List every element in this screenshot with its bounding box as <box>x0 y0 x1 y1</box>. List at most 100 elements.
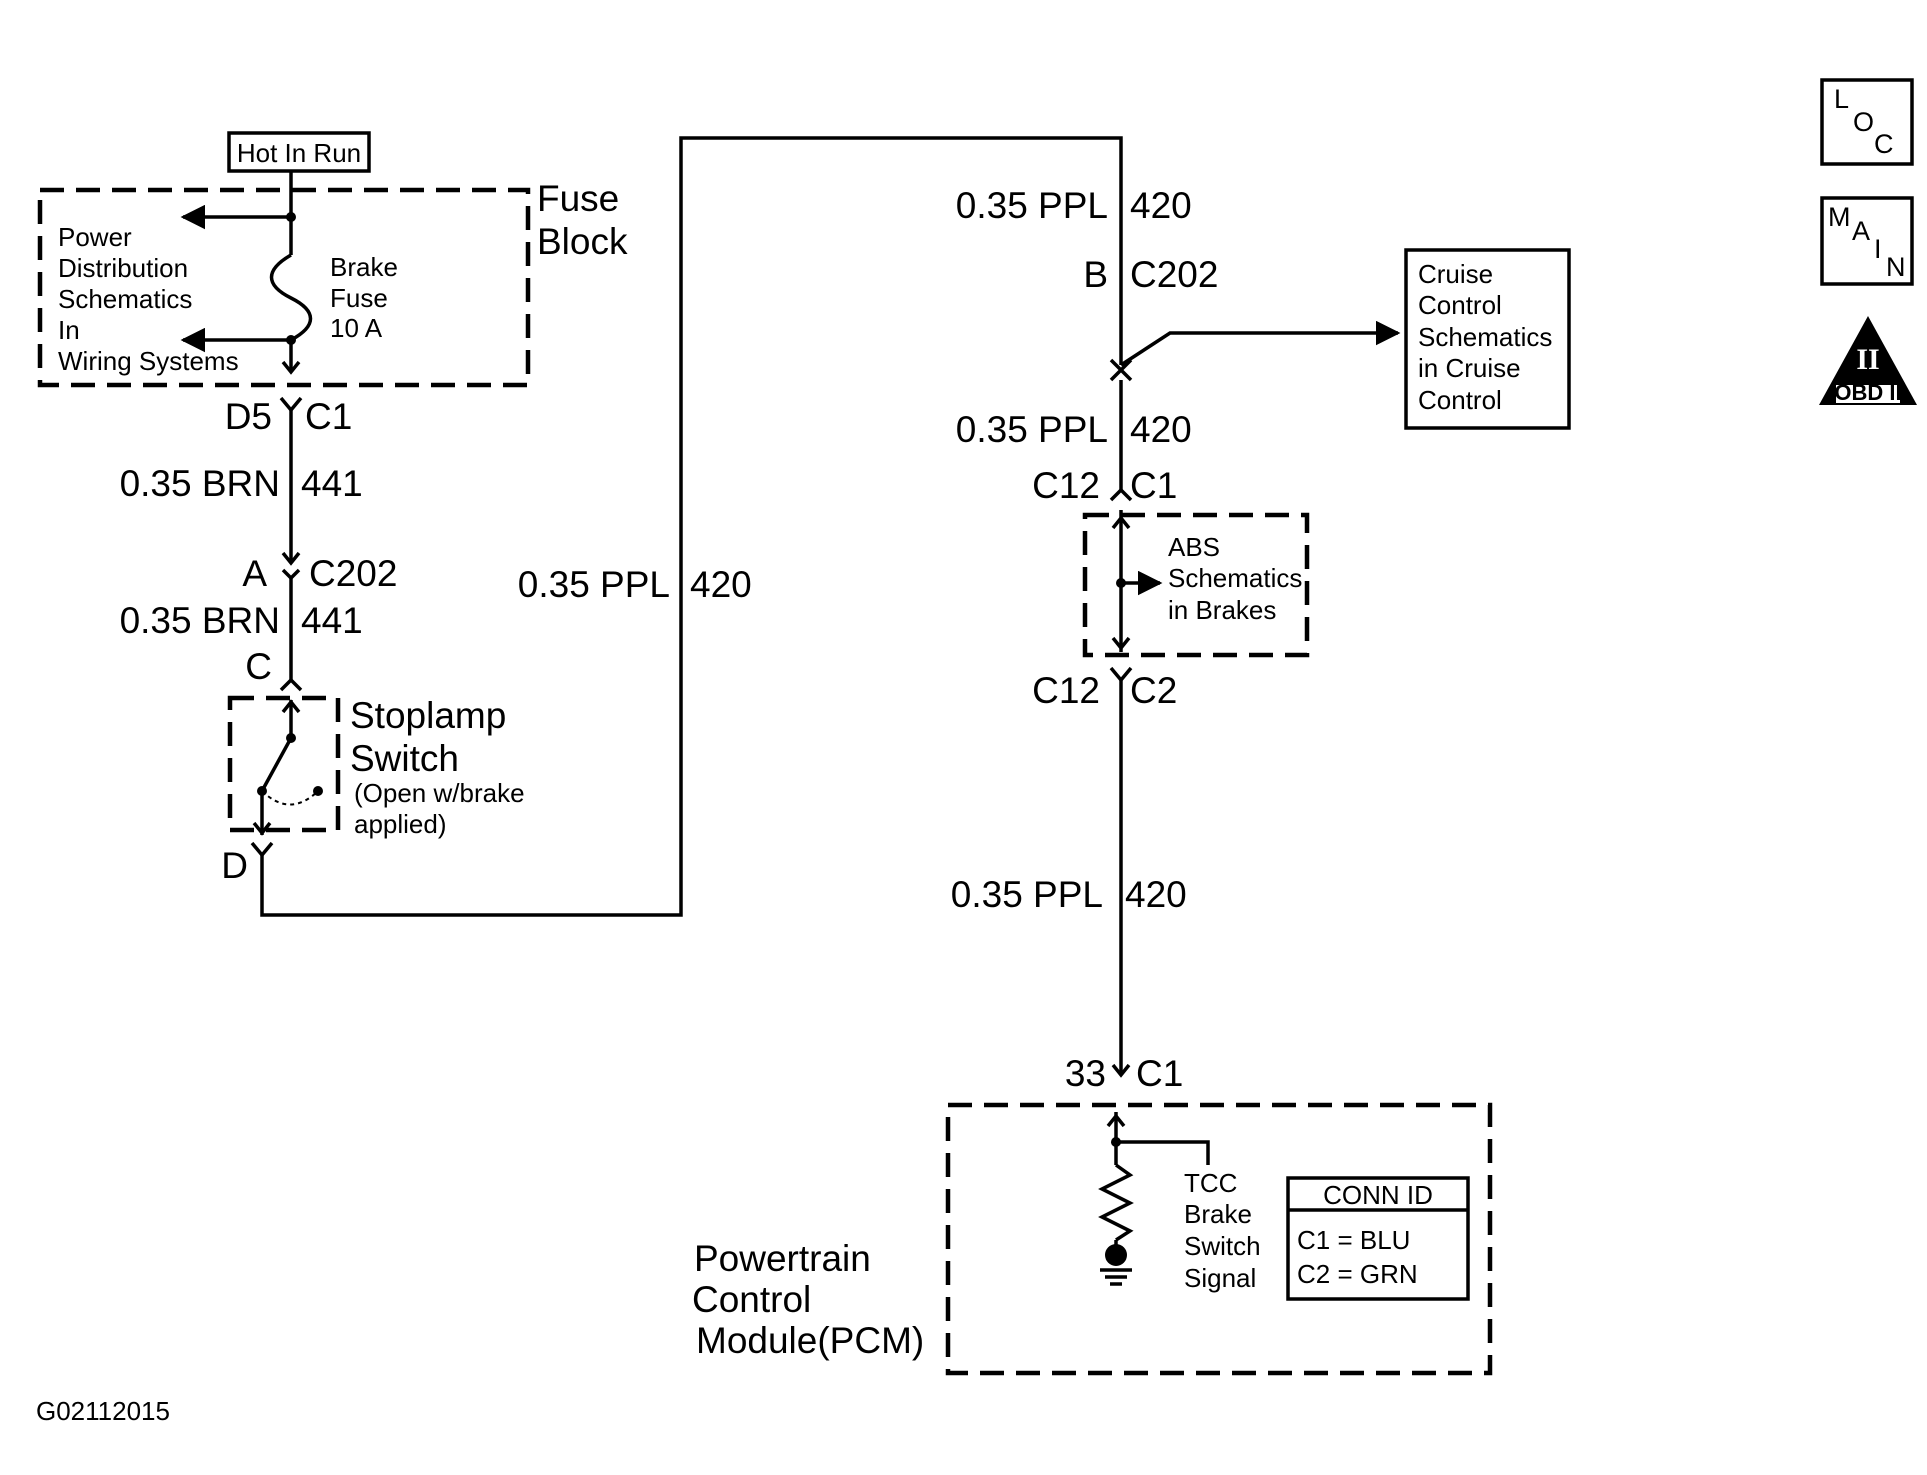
wire-circuit-ppl-mid: 420 <box>690 564 752 605</box>
brn-wire-441: D5 C1 0.35 BRN 441 A C202 0.35 BRN 441 C <box>120 396 397 692</box>
cruise-line-4: in Cruise <box>1418 353 1521 383</box>
wire-circuit-ppl-after-splice: 420 <box>1130 409 1192 450</box>
ppl-wire-420: 0.35 PPL 420 0.35 PPL 420 B C202 0.35 PP… <box>260 136 1401 917</box>
fuse-block: Fuse Block Power Distribution Schematics… <box>37 172 628 388</box>
main-letter-n: N <box>1886 252 1906 282</box>
connector-c12-bottom-symbol <box>1109 666 1133 683</box>
brake-fuse-symbol <box>269 253 313 342</box>
main-letter-i: I <box>1874 234 1882 264</box>
conn-id-table <box>1286 1176 1470 1301</box>
hot-in-run-label-box: Hot In Run <box>227 131 371 173</box>
connector-d-symbol <box>250 841 274 858</box>
cruise-line-2: Control <box>1418 290 1502 320</box>
connector-d5-symbol <box>279 396 303 413</box>
connector-c1-fuse: C1 <box>305 396 352 437</box>
power-ref-line-3: Schematics <box>58 284 192 314</box>
wire-size-brn-upper: 0.35 BRN <box>120 463 280 504</box>
power-ref-line-2: Distribution <box>58 253 188 283</box>
connector-c2-abs: C2 <box>1130 670 1177 711</box>
cruise-line-3: Schematics <box>1418 322 1552 352</box>
stoplamp-switch-outline <box>227 695 341 833</box>
stoplamp-note-1: (Open w/brake <box>354 778 525 808</box>
connector-c12-bottom: C12 <box>1032 670 1100 711</box>
main-button[interactable]: M A I N <box>1820 196 1914 286</box>
fuse-block-title-2: Block <box>537 221 628 262</box>
cruise-branch-arrow <box>1120 320 1401 367</box>
ground-node <box>1105 1244 1127 1266</box>
switch-contact <box>260 737 293 792</box>
conn-id-header: CONN ID <box>1323 1180 1433 1210</box>
figure-id: G02112015 <box>36 1396 170 1426</box>
wire-circuit-brn-upper: 441 <box>301 463 363 504</box>
obd-numeral: II <box>1856 343 1879 376</box>
connector-c1-abs: C1 <box>1130 465 1177 506</box>
abs-reference: ABS Schematics in Brakes C12 C2 <box>1032 510 1310 711</box>
loc-letter-o: O <box>1853 107 1874 137</box>
pcm-title-1: Powertrain <box>694 1238 871 1279</box>
connector-c202-left: C202 <box>309 553 397 594</box>
fuse-label-2: Fuse <box>330 283 388 313</box>
connector-a-symbol <box>281 568 301 581</box>
loc-letter-l: L <box>1834 84 1849 114</box>
stoplamp-title-1: Stoplamp <box>350 695 506 736</box>
cruise-line-5: Control <box>1418 385 1502 415</box>
abs-line-2: Schematics <box>1168 563 1302 593</box>
cruise-line-1: Cruise <box>1418 259 1493 289</box>
wire-size-ppl-lower: 0.35 PPL <box>951 874 1103 915</box>
abs-line-3: in Brakes <box>1168 595 1276 625</box>
stoplamp-switch: Stoplamp Switch (Open w/brake applied) D <box>221 695 524 886</box>
main-letter-a: A <box>1852 216 1870 246</box>
connector-c1-pcm: C1 <box>1136 1053 1183 1094</box>
signal-line-2: Brake <box>1184 1199 1252 1229</box>
wire-size-ppl-top-right: 0.35 PPL <box>956 185 1108 226</box>
wire-circuit-brn-lower: 441 <box>301 600 363 641</box>
connector-pin-33: 33 <box>1065 1053 1106 1094</box>
abs-line-1: ABS <box>1168 532 1220 562</box>
connector-b: B <box>1083 254 1108 295</box>
connector-a: A <box>242 553 267 594</box>
pcm-title-3: Module(PCM) <box>696 1320 924 1361</box>
pcm-module: TCC Brake Switch Signal CONN ID C1 = BLU… <box>692 1102 1493 1376</box>
obd-ii-icon <box>1819 316 1917 405</box>
stoplamp-title-2: Switch <box>350 738 459 779</box>
wire-circuit-ppl-lower: 420 <box>1125 874 1187 915</box>
signal-line-4: Signal <box>1184 1263 1256 1293</box>
connector-c12-top: C12 <box>1032 465 1100 506</box>
fuse-label-1: Brake <box>330 252 398 282</box>
pcm-outline <box>945 1102 1493 1376</box>
abs-outline <box>1082 512 1310 658</box>
signal-line-1: TCC <box>1184 1168 1237 1198</box>
connector-c: C <box>245 646 272 687</box>
power-ref-line-1: Power <box>58 222 132 252</box>
obd-label: OBD II <box>1834 380 1901 405</box>
connector-d: D <box>221 845 248 886</box>
stoplamp-note-2: applied) <box>354 809 447 839</box>
fuse-label-3: 10 A <box>330 313 383 343</box>
power-ref-line-4: In <box>58 315 80 345</box>
conn-id-row-1: C1 = BLU <box>1297 1225 1410 1255</box>
connector-d5: D5 <box>225 396 272 437</box>
conn-id-row-2: C2 = GRN <box>1297 1259 1418 1289</box>
connector-c202-right: C202 <box>1130 254 1218 295</box>
wire-size-ppl-after-splice: 0.35 PPL <box>956 409 1108 450</box>
cruise-control-reference: Cruise Control Schematics in Cruise Cont… <box>1404 248 1571 430</box>
hot-in-run-text: Hot In Run <box>237 138 361 168</box>
signal-line-3: Switch <box>1184 1231 1261 1261</box>
wire-circuit-ppl-top-right: 420 <box>1130 185 1192 226</box>
pull-up-resistor <box>1098 1163 1134 1242</box>
obd-ii-button[interactable]: II OBD II <box>1819 316 1917 405</box>
main-letter-m: M <box>1828 202 1851 232</box>
loc-button[interactable]: L O C <box>1820 78 1914 166</box>
splice-connector-bottom <box>1109 367 1133 382</box>
loc-letter-c: C <box>1874 129 1894 159</box>
wire-size-ppl-mid: 0.35 PPL <box>518 564 670 605</box>
fuse-block-title-1: Fuse <box>537 178 619 219</box>
power-ref-line-5: Wiring Systems <box>58 346 239 376</box>
fuse-block-outline <box>37 187 531 388</box>
wire-size-brn-lower: 0.35 BRN <box>120 600 280 641</box>
ppl-wire-420-lower: 0.35 PPL 420 33 C1 <box>951 680 1187 1094</box>
connector-c-symbol <box>279 677 303 692</box>
pcm-title-2: Control <box>692 1279 811 1320</box>
connector-c12-top-symbol <box>1109 487 1133 502</box>
